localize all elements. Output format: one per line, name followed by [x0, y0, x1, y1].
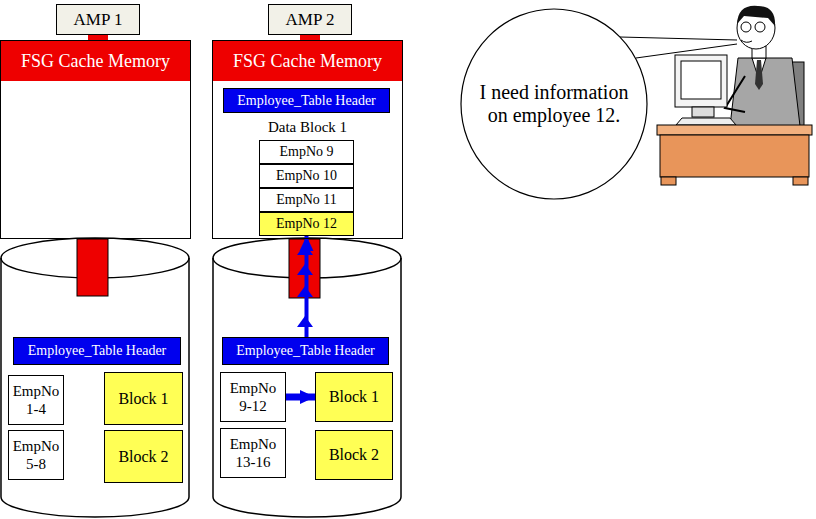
keyboard	[676, 118, 736, 125]
row-range: EmpNo 13-16	[220, 428, 286, 478]
row-box: EmpNo 11	[259, 188, 354, 212]
node-text: Employee_Table Header	[236, 343, 375, 359]
block-label: Data Block 1	[213, 119, 402, 136]
tie	[755, 60, 763, 90]
desk	[660, 135, 809, 177]
monitor-stand	[692, 107, 714, 117]
node-text: EmpNo 1-4	[11, 382, 61, 418]
disk	[1, 238, 189, 517]
node-text: EmpNo 13-16	[223, 435, 283, 471]
node-text: Block 2	[118, 448, 168, 466]
node-text: EmpNo 9-12	[223, 379, 283, 415]
table-header: Employee_Table Header	[222, 337, 389, 365]
node-text: EmpNo 12	[276, 216, 337, 232]
speech-bubble: I need information on employee 12.	[460, 8, 648, 200]
amp-box: AMP 1	[56, 4, 140, 35]
row-box: EmpNo 12	[259, 212, 354, 236]
cache-panel: FSG Cache Memory	[0, 40, 191, 239]
node-text: EmpNo 10	[276, 168, 337, 184]
data-block: Block 1	[104, 372, 183, 425]
node-text: EmpNo 11	[276, 192, 337, 208]
amp-box: AMP 2	[268, 4, 352, 35]
data-block: Block 2	[315, 430, 393, 480]
row-range: EmpNo 1-4	[8, 375, 64, 425]
table-header: Employee_Table Header	[13, 337, 181, 365]
mouth	[741, 40, 752, 42]
node-text: Block 1	[118, 390, 168, 408]
glasses	[741, 22, 751, 32]
speech-pointer	[620, 37, 737, 40]
desk-leg	[793, 177, 808, 185]
data-block: Block 2	[104, 430, 183, 483]
glasses	[755, 22, 765, 32]
speech-pointer	[636, 44, 737, 58]
node-text: FSG Cache Memory	[213, 41, 402, 81]
node-text: Employee_Table Header	[237, 93, 376, 109]
node-text: Block 1	[329, 388, 379, 406]
node-text: AMP 1	[74, 10, 123, 30]
data-block: Block 1	[315, 372, 393, 422]
node-text: EmpNo 9	[279, 144, 333, 160]
monitor	[675, 55, 727, 107]
suit	[730, 58, 800, 126]
node-text: Block 2	[329, 446, 379, 464]
node-text: I need information on employee 12.	[470, 81, 638, 127]
node-text: EmpNo 5-8	[11, 437, 61, 473]
node-text: AMP 2	[286, 10, 335, 30]
row-range: EmpNo 9-12	[220, 372, 286, 422]
desk-top	[657, 125, 812, 135]
row-range: EmpNo 5-8	[8, 430, 64, 480]
row-box: EmpNo 9	[259, 140, 354, 164]
io-channel	[77, 239, 108, 296]
monitor-screen	[681, 61, 721, 99]
flow-arrow	[286, 394, 315, 401]
cache-panel: FSG Cache MemoryEmployee_Table HeaderEmp…	[212, 40, 403, 239]
node-text: Employee_Table Header	[28, 343, 167, 359]
flow-arrow	[305, 236, 309, 337]
node-text: FSG Cache Memory	[1, 41, 190, 81]
desk-leg	[661, 177, 676, 185]
arm	[725, 76, 745, 112]
table-header: Employee_Table Header	[223, 88, 390, 113]
row-box: EmpNo 10	[259, 164, 354, 188]
